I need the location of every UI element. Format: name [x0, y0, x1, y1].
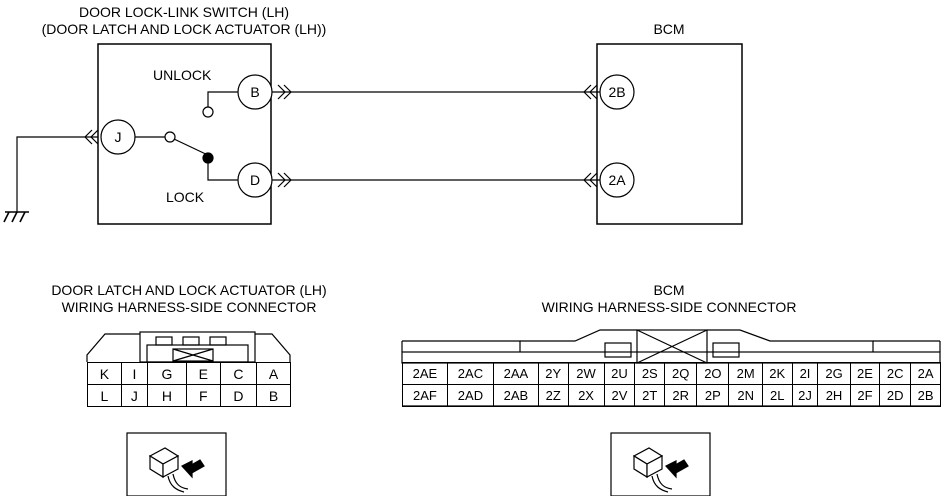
pin-cell: K: [87, 362, 122, 385]
pin-cell: C: [219, 362, 258, 385]
switch-title-line-2: (DOOR LATCH AND LOCK ACTUATOR (LH)): [41, 21, 327, 37]
lock-contact: [202, 152, 214, 164]
bcm-connector-view-icon: [610, 432, 711, 496]
pin-cell: 2U: [603, 362, 636, 385]
terminal-2b-label: 2B: [608, 84, 625, 100]
bcm-connector-pin-grid: 2AE 2AC 2AA 2Y 2W 2U 2S 2Q 2O 2M 2K 2I 2…: [402, 362, 941, 407]
pin-cell: 2G: [817, 362, 851, 385]
pin-cell: 2V: [603, 384, 636, 407]
pin-cell: 2E: [849, 362, 881, 385]
bcm-title: BCM: [653, 21, 685, 37]
terminal-j-label: J: [115, 129, 122, 145]
pin-cell: 2AE: [402, 362, 448, 385]
wire-b-to-2b: [272, 84, 600, 100]
pin-cell: 2R: [664, 384, 698, 407]
pin-row-2: 2AF 2AD 2AB 2Z 2X 2V 2T 2R 2P 2N 2L 2J 2…: [402, 384, 941, 407]
pin-cell: L: [87, 384, 122, 407]
pin-cell: 2AD: [446, 384, 495, 407]
pin-cell: 2T: [634, 384, 666, 407]
pin-cell: D: [219, 384, 258, 407]
pin-cell: G: [147, 362, 187, 385]
terminal-2a-label: 2A: [608, 172, 626, 188]
pin-cell: A: [256, 362, 291, 385]
pin-cell: 2W: [567, 362, 605, 385]
left-connector-view-icon: [126, 432, 227, 496]
lock-label: LOCK: [166, 189, 205, 205]
pin-row-1: 2AE 2AC 2AA 2Y 2W 2U 2S 2Q 2O 2M 2K 2I 2…: [402, 362, 941, 385]
pin-row-1: K I G E C A: [87, 362, 291, 385]
unlock-contact: [202, 106, 214, 118]
left-connector-title-2: WIRING HARNESS-SIDE CONNECTOR: [61, 299, 317, 315]
ground-symbol-icon: [3, 211, 29, 223]
pin-cell: 2C: [879, 362, 912, 385]
pin-cell: E: [185, 362, 221, 385]
pin-cell: 2Q: [664, 362, 698, 385]
pin-cell: 2L: [761, 384, 793, 407]
pin-row-2: L J H F D B: [87, 384, 291, 407]
pin-cell: 2AA: [493, 362, 539, 385]
ground-wire: [16, 129, 99, 212]
pin-cell: 2K: [761, 362, 793, 385]
terminal-2b: [599, 74, 635, 110]
bcm-connector-title-1: BCM: [653, 282, 685, 298]
pin-cell: 2AB: [493, 384, 539, 407]
pin-cell: 2F: [849, 384, 881, 407]
switch-box: [97, 43, 272, 225]
pin-cell: 2B: [910, 384, 941, 407]
pin-cell: F: [185, 384, 221, 407]
pin-cell: 2N: [728, 384, 763, 407]
switch-title-line-1: DOOR LOCK-LINK SWITCH (LH): [78, 4, 290, 20]
pin-cell: 2Y: [537, 362, 569, 385]
left-connector-housing: [86, 331, 291, 363]
terminal-b-label: B: [250, 84, 259, 100]
pin-cell: H: [147, 384, 187, 407]
pin-cell: 2O: [696, 362, 730, 385]
bcm-connector-title-2: WIRING HARNESS-SIDE CONNECTOR: [541, 299, 797, 315]
pin-cell: 2D: [879, 384, 912, 407]
pin-cell: J: [120, 384, 149, 407]
terminal-d-label: D: [250, 172, 260, 188]
wire-d-to-2a: [272, 172, 600, 188]
switch-common-contact: [164, 131, 176, 143]
pin-cell: 2M: [728, 362, 763, 385]
pin-cell: 2H: [817, 384, 851, 407]
left-connector-pin-grid: K I G E C A L J H F D B: [87, 362, 291, 407]
bcm-box: [596, 43, 743, 225]
pin-cell: 2AF: [402, 384, 448, 407]
terminal-2a: [599, 162, 635, 198]
pin-cell: 2A: [910, 362, 941, 385]
pin-cell: 2I: [791, 362, 819, 385]
pin-cell: B: [256, 384, 291, 407]
pin-cell: 2P: [696, 384, 730, 407]
unlock-label: UNLOCK: [153, 67, 212, 83]
pin-cell: I: [120, 362, 149, 385]
pin-cell: 2AC: [446, 362, 495, 385]
pin-cell: 2J: [791, 384, 819, 407]
left-connector-title-1: DOOR LATCH AND LOCK ACTUATOR (LH): [51, 282, 327, 298]
pin-cell: 2Z: [537, 384, 569, 407]
pin-cell: 2S: [634, 362, 666, 385]
pin-cell: 2X: [567, 384, 605, 407]
